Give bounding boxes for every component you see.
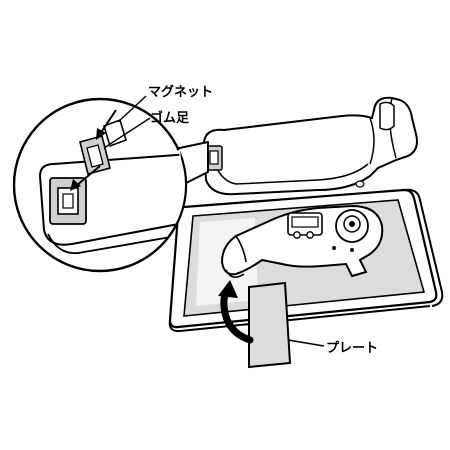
rubber-foot-label: ゴム足: [150, 110, 190, 126]
curved-arrow-icon: [218, 280, 254, 344]
rubber-foot-part: [79, 135, 111, 175]
rubber-foot-leader-line: [103, 117, 151, 149]
magnet-leader-line: [117, 95, 147, 123]
down-left-arrow-icon: [70, 109, 117, 191]
plate-label: プレート: [326, 341, 378, 356]
device-bottom-body: [202, 96, 418, 196]
device-bottom-view: [202, 96, 418, 196]
magnet-label: マグネット: [148, 84, 213, 100]
device-button-left: [293, 231, 301, 239]
scale-device: [220, 204, 384, 278]
magnet-part: [103, 118, 127, 148]
plate-leader-line: [287, 339, 325, 347]
plate: [248, 281, 292, 369]
plate-shape: [248, 281, 292, 369]
magnifier-callout: [12, 95, 209, 273]
device-button-right: [306, 231, 314, 239]
